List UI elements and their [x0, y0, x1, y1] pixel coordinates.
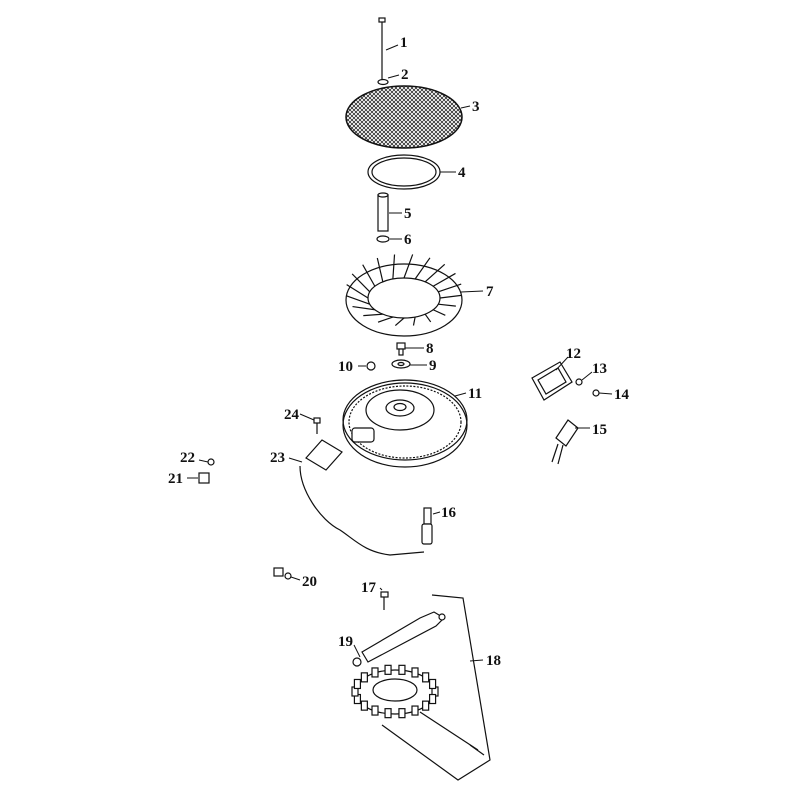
part-23-ignition-coil [299, 439, 425, 556]
part-10-nut [366, 361, 376, 371]
callout-20: 20 [302, 574, 317, 590]
callout-11: 11 [468, 386, 482, 402]
part-20-connector [273, 567, 292, 580]
fan-blade [438, 303, 456, 307]
callout-18: 18 [486, 653, 501, 669]
fan-blade [432, 272, 456, 287]
stator-pole [360, 672, 368, 683]
stator-pole [411, 667, 419, 678]
part-8-bolt [396, 342, 406, 356]
stator-pole [428, 678, 437, 690]
part-18-stator [351, 594, 491, 781]
callout-16: 16 [441, 505, 457, 521]
fan-blade [412, 316, 416, 326]
callout-1: 1 [400, 35, 408, 51]
stator-pole [398, 664, 406, 675]
part-17-bolt [380, 591, 389, 610]
fan-blade [352, 305, 375, 311]
callout-2: 2 [401, 67, 409, 83]
stator-pole [371, 667, 379, 678]
stator-pole [353, 678, 362, 690]
fan-blade [351, 273, 371, 293]
fan-blade [346, 295, 370, 305]
fan-blade [392, 254, 396, 280]
callout-14: 14 [614, 387, 630, 403]
fan-blade [438, 283, 462, 293]
fan-blade [377, 316, 394, 323]
part-16-boot [421, 507, 433, 545]
callout-4: 4 [458, 165, 466, 181]
part-6-washer [376, 235, 390, 243]
part-24-screw [313, 417, 321, 434]
callout-6: 6 [404, 232, 412, 248]
callout-21: 21 [168, 471, 183, 487]
stator-pole [360, 700, 368, 711]
fan-blade [394, 317, 405, 327]
fan-blade [362, 264, 376, 287]
part-22-clip [207, 458, 215, 466]
stator-pole [371, 705, 379, 716]
stator-pole [411, 705, 419, 716]
fan-blade [363, 313, 383, 317]
part-2-washer [377, 78, 389, 86]
part-5-spacer [377, 192, 389, 232]
stator-pole [422, 700, 430, 711]
callout-leaders [187, 44, 613, 662]
callout-12: 12 [566, 346, 581, 362]
fan-blade [403, 254, 414, 279]
callout-24: 24 [284, 407, 300, 423]
fan-blade [414, 257, 431, 280]
stator-pole [384, 708, 392, 719]
part-12-module [531, 361, 573, 401]
part-4-ring [367, 154, 441, 190]
fan-blade [424, 313, 432, 323]
callout-8: 8 [426, 341, 434, 357]
callout-19: 19 [338, 634, 353, 650]
stator-pole [422, 672, 430, 683]
callout-13: 13 [592, 361, 607, 377]
part-15-rectifier [551, 419, 579, 465]
part-13-nut [575, 378, 583, 386]
callout-15: 15 [592, 422, 607, 438]
callout-17: 17 [361, 580, 377, 596]
fan-blade [376, 257, 384, 282]
part-3-screen [345, 85, 463, 149]
part-14-screw [592, 389, 600, 397]
part-7-fan [345, 254, 463, 337]
fan-blade [432, 309, 446, 316]
part-21-connector [198, 472, 210, 484]
fan-blade [439, 294, 462, 299]
callout-5: 5 [404, 206, 412, 222]
callout-23: 23 [270, 450, 285, 466]
callout-3: 3 [472, 99, 480, 115]
fan-blade [424, 263, 446, 283]
fan-blade [346, 284, 369, 299]
stator-pole [428, 693, 437, 705]
part-11-flywheel [342, 379, 468, 468]
part-1-bolt [378, 17, 386, 80]
part-19-bracket [352, 611, 446, 667]
stator-pole [384, 664, 392, 675]
callout-10: 10 [338, 359, 353, 375]
callout-22: 22 [180, 450, 195, 466]
stator-pole [398, 708, 406, 719]
part-9-washer [391, 359, 411, 369]
callout-9: 9 [429, 358, 437, 374]
callout-7: 7 [486, 284, 494, 300]
